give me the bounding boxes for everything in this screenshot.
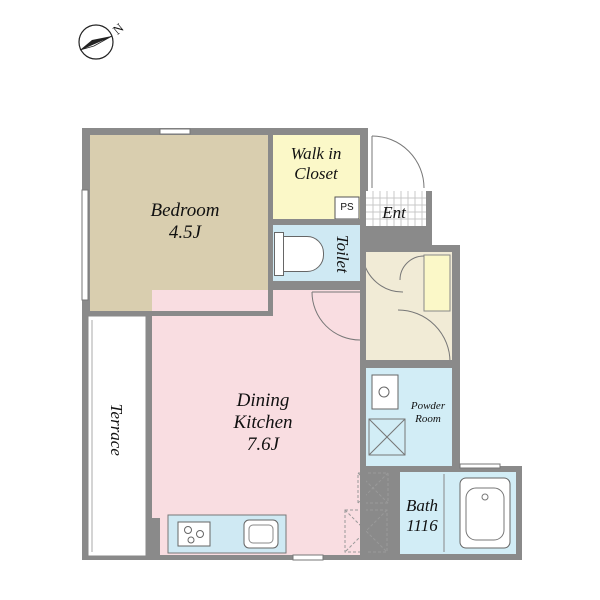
dk-line1: Dining <box>236 390 290 411</box>
interior-walls <box>90 135 522 559</box>
closet-door-swing <box>399 255 425 281</box>
stove-icon <box>177 521 211 547</box>
bedroom-size: 4.5J <box>168 221 202 243</box>
closet-label: Walk in Closet <box>276 144 356 183</box>
bath-size: 1116 <box>406 515 438 535</box>
closet-line1: Walk in <box>290 144 342 163</box>
dining-kitchen-floor <box>152 290 360 555</box>
entrance-door-swing <box>371 135 425 189</box>
hall-door-swing <box>397 309 451 363</box>
dk-size: 7.6J <box>246 433 280 455</box>
bath-label: Bath 1116 <box>398 496 446 535</box>
windows <box>81 128 501 561</box>
hall-closet <box>423 254 451 312</box>
dining-kitchen-label: Dining Kitchen 7.6J <box>208 390 318 456</box>
toilet-label: Toilet <box>332 234 352 273</box>
powder-line2: Room <box>415 412 441 425</box>
washer-pan <box>368 418 406 456</box>
north-arrow-icon <box>78 24 114 60</box>
fridge-space <box>357 472 389 504</box>
entrance-label: Ent <box>382 203 406 222</box>
dk-door-swing <box>311 291 361 341</box>
bedroom-label: Bedroom 4.5J <box>130 200 240 244</box>
ps-label: PS <box>340 202 354 213</box>
toilet-tank <box>274 232 284 276</box>
powder-line1: Powder <box>410 400 446 412</box>
toilet-icon <box>278 236 324 272</box>
entrance-door-area <box>368 130 430 190</box>
dk-line2: Kitchen <box>233 411 293 433</box>
bathtub-icon <box>459 477 511 549</box>
bath-name: Bath <box>405 496 439 515</box>
bedroom-name: Bedroom <box>150 200 220 221</box>
entrance-tile-grid <box>366 191 426 226</box>
powder-room-label: Powder Room <box>400 400 456 425</box>
closet-line2: Closet <box>294 163 338 183</box>
sink-icon <box>243 519 279 549</box>
bedroom-floor <box>90 135 268 311</box>
entrance-floor <box>366 191 426 226</box>
washbasin-icon <box>371 374 399 410</box>
terrace-label: Terrace <box>106 403 126 456</box>
